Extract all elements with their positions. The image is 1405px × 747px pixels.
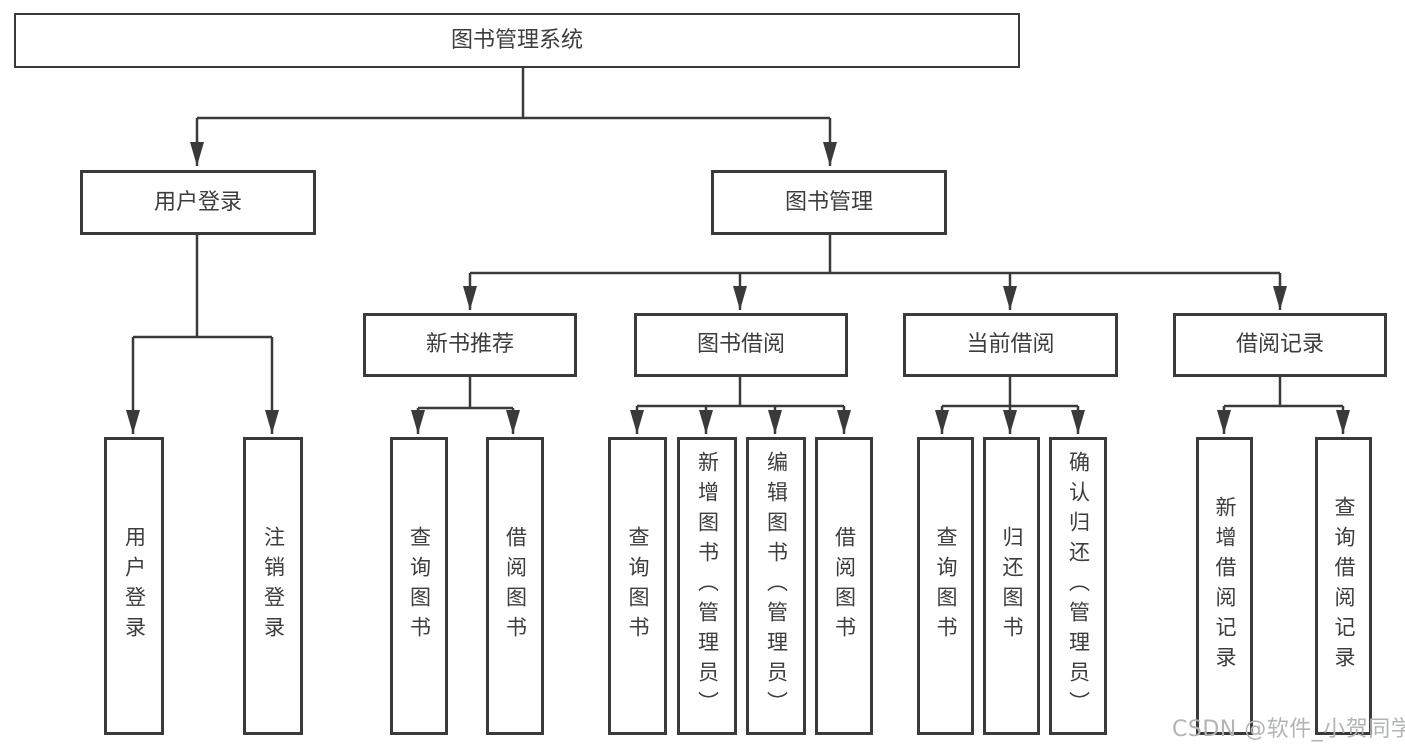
leaf-add-book-admin: 新增图书（管理员） — [677, 437, 737, 735]
edge-group-book-management — [463, 235, 1287, 310]
node-book-borrow-label: 图书借阅 — [696, 332, 785, 357]
leaf-newbook-borrow: 借阅图书 — [486, 437, 544, 735]
leaf-confirm-return-admin-label: 确认归还（管理员） — [1066, 451, 1091, 721]
edge-group-book-borrow — [630, 377, 851, 434]
leaf-current-query-book-label: 查询图书 — [934, 526, 958, 646]
leaf-current-query-book: 查询图书 — [917, 437, 974, 735]
leaf-edit-book-admin: 编辑图书（管理员） — [746, 437, 806, 735]
node-book-management-label: 图书管理 — [784, 189, 873, 215]
edge-group-user-login — [126, 235, 279, 434]
leaf-borrow-book: 借阅图书 — [815, 437, 873, 735]
leaf-add-borrow-record-label: 新增借阅记录 — [1213, 496, 1237, 676]
node-borrow-records: 借阅记录 — [1173, 313, 1387, 377]
node-book-borrow: 图书借阅 — [634, 313, 848, 377]
leaf-logout-label: 注销登录 — [261, 526, 286, 646]
node-root-label: 图书管理系统 — [450, 27, 583, 53]
leaf-user-login: 用户登录 — [104, 437, 164, 735]
node-root: 图书管理系统 — [14, 13, 1020, 68]
node-borrow-records-label: 借阅记录 — [1235, 332, 1324, 357]
node-new-book-recommend-label: 新书推荐 — [425, 332, 514, 357]
node-user-login: 用户登录 — [80, 170, 316, 235]
node-current-borrow: 当前借阅 — [903, 313, 1118, 377]
leaf-edit-book-admin-label: 编辑图书（管理员） — [764, 451, 789, 721]
leaf-newbook-query-label: 查询图书 — [407, 526, 432, 646]
edge-group-borrow-records — [1217, 377, 1350, 434]
edge-group-new-book — [411, 377, 520, 434]
leaf-user-login-label: 用户登录 — [122, 526, 147, 646]
leaf-query-borrow-record: 查询借阅记录 — [1315, 437, 1372, 735]
leaf-borrow-query-book: 查询图书 — [608, 437, 667, 735]
leaf-query-borrow-record-label: 查询借阅记录 — [1332, 496, 1356, 676]
leaf-borrow-book-label: 借阅图书 — [832, 526, 857, 646]
leaf-newbook-borrow-label: 借阅图书 — [503, 526, 528, 646]
edge-group-current-borrow — [935, 377, 1085, 434]
node-current-borrow-label: 当前借阅 — [966, 332, 1055, 357]
node-user-login-label: 用户登录 — [153, 189, 242, 215]
leaf-add-book-admin-label: 新增图书（管理员） — [695, 451, 720, 721]
node-book-management: 图书管理 — [711, 170, 947, 235]
leaf-return-book-label: 归还图书 — [1000, 526, 1024, 646]
leaf-confirm-return-admin: 确认归还（管理员） — [1049, 437, 1107, 735]
leaf-return-book: 归还图书 — [983, 437, 1040, 735]
csdn-watermark: CSDN @软件_小贺同学 — [1172, 717, 1405, 742]
leaf-borrow-query-book-label: 查询图书 — [626, 526, 650, 646]
leaf-logout: 注销登录 — [243, 437, 303, 735]
node-new-book-recommend: 新书推荐 — [363, 313, 577, 377]
leaf-add-borrow-record: 新增借阅记录 — [1196, 437, 1253, 735]
edge-group-root — [190, 68, 837, 166]
leaf-newbook-query: 查询图书 — [390, 437, 448, 735]
